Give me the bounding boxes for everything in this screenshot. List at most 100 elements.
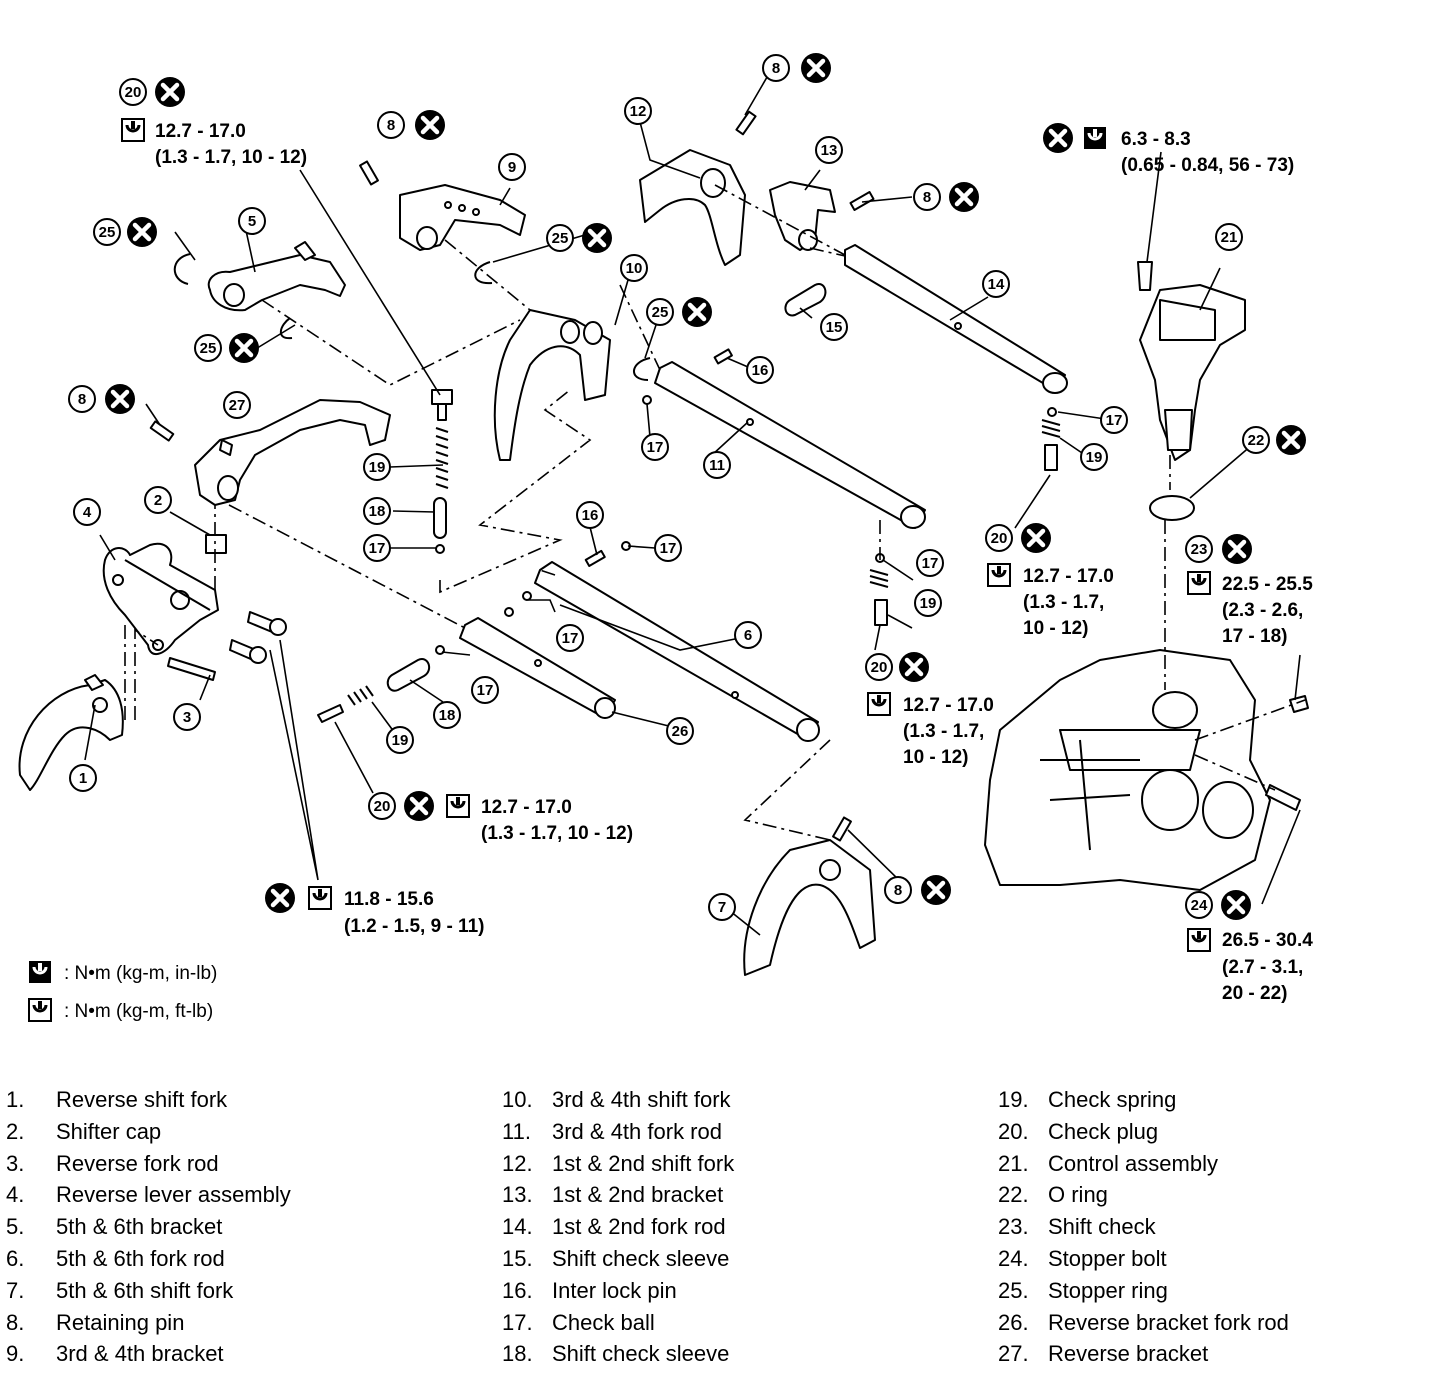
parts-list-item: 20.Check plug	[998, 1116, 1289, 1148]
item-number: 22.	[998, 1182, 1029, 1208]
parts-list-item: 24.Stopper bolt	[998, 1243, 1289, 1275]
ring-25a	[173, 253, 191, 285]
parts-list-item: 1.Reverse shift fork	[6, 1084, 291, 1116]
lever-bolts	[229, 611, 287, 664]
item-name: 5th & 6th bracket	[56, 1214, 223, 1240]
torque-plug-right-line1: 12.7 - 17.0	[1023, 566, 1114, 587]
parts-list-item: 17.Check ball	[502, 1307, 734, 1339]
parts-list-item: 22.O ring	[998, 1179, 1289, 1211]
item-number: 11.	[502, 1118, 531, 1144]
callout-8c: 8	[923, 189, 931, 206]
item-number: 18.	[502, 1341, 533, 1367]
torque-topleft-line2: (1.3 - 1.7, 10 - 12)	[155, 147, 307, 168]
bolt-23	[1289, 695, 1309, 713]
callout-17g: 17	[1106, 412, 1123, 429]
x-circle-icon	[582, 223, 612, 253]
torque-wrench-outline-icon	[866, 691, 892, 717]
parts-list-col-3: 19.Check spring 20.Check plug 21.Control…	[998, 1084, 1289, 1370]
item-name: Reverse bracket	[1048, 1341, 1209, 1367]
callout-5: 5	[248, 213, 256, 230]
part-9-bracket	[399, 184, 526, 251]
parts-list-item: 5.5th & 6th bracket	[6, 1211, 291, 1243]
torque-control-line1: 6.3 - 8.3	[1121, 129, 1191, 150]
pin-8e	[832, 816, 852, 842]
part-26-fork-rod	[459, 617, 616, 719]
callout-16b: 16	[582, 507, 599, 524]
callout-15: 15	[826, 319, 843, 336]
item-name: 3rd & 4th bracket	[56, 1341, 224, 1367]
callout-8d: 8	[78, 391, 86, 408]
callout-8e: 8	[894, 882, 902, 899]
item-number: 6.	[6, 1245, 25, 1271]
x-circle-icon	[1021, 523, 1051, 553]
callout-13: 13	[821, 142, 838, 159]
bolt-control	[1137, 261, 1153, 291]
item-name: 1st & 2nd bracket	[552, 1182, 724, 1208]
part-27-reverse-bracket	[194, 399, 391, 506]
item-name: Control assembly	[1048, 1150, 1218, 1176]
part-15-sleeve	[784, 283, 827, 317]
torque-topleft-line1: 12.7 - 17.0	[155, 121, 246, 142]
part-13-bracket	[769, 181, 836, 251]
parts-list-item: 21. Control assembly	[998, 1148, 1289, 1180]
item-number: 17.	[502, 1309, 533, 1335]
item-number: 26.	[998, 1309, 1029, 1335]
part-2-shifter-cap	[205, 534, 227, 554]
callout-16a: 16	[752, 362, 769, 379]
item-number: 21.	[998, 1150, 1029, 1176]
part-7-shift-fork	[743, 839, 876, 976]
item-number: 12.	[502, 1150, 533, 1176]
callout-20c: 20	[871, 659, 888, 676]
callout-20b: 20	[991, 530, 1008, 547]
callout-23: 23	[1191, 541, 1208, 558]
callout-6: 6	[744, 627, 752, 644]
ball-17g	[504, 607, 514, 617]
item-number: 1.	[6, 1087, 25, 1112]
ring-25c	[474, 261, 493, 285]
x-circle-icon	[921, 875, 951, 905]
item-number: 27.	[998, 1341, 1029, 1367]
pin-16b	[584, 549, 606, 567]
sleeve-18b	[386, 658, 431, 692]
item-name: Inter lock pin	[552, 1277, 677, 1303]
x-circle-icon	[105, 384, 135, 414]
callout-7: 7	[718, 899, 726, 916]
x-circle-icon	[404, 791, 434, 821]
part-5-bracket	[207, 241, 346, 312]
torque-shiftcheck-line1: 22.5 - 25.5	[1222, 574, 1313, 595]
item-number: 13.	[502, 1182, 533, 1208]
x-circle-icon	[899, 652, 929, 682]
callout-17c: 17	[660, 540, 677, 557]
callout-19d: 19	[1086, 449, 1103, 466]
part-11-fork-rod	[654, 361, 926, 529]
parts-list-item: 7.5th & 6th shift fork	[6, 1275, 291, 1307]
x-circle-icon	[801, 53, 831, 83]
callout-25a: 25	[99, 224, 116, 241]
parts-list-item: 15.Shift check sleeve	[502, 1243, 734, 1275]
x-circle-icon	[1221, 890, 1251, 920]
pin-8a	[359, 160, 379, 186]
item-name: Shifter cap	[56, 1118, 162, 1144]
part-4-reverse-lever	[102, 542, 219, 655]
parts-list-item: 14.1st & 2nd fork rod	[502, 1211, 734, 1243]
leader-lines	[84, 71, 1301, 936]
item-name: Stopper ring	[1048, 1277, 1168, 1303]
item-number: 20.	[998, 1118, 1029, 1144]
item-number: 8.	[6, 1309, 25, 1335]
torque-stopper-line2: (2.7 - 3.1,	[1222, 957, 1303, 978]
pin-16a	[713, 348, 733, 365]
item-name: Shift check sleeve	[552, 1245, 730, 1271]
item-number: 10.	[502, 1087, 533, 1112]
ball-17d	[522, 591, 532, 601]
torque-shiftcheck-line2: (2.3 - 2.6,	[1222, 600, 1303, 621]
parts-list-item: 9.3rd & 4th bracket	[6, 1338, 291, 1370]
torque-wrench-outline-icon	[445, 793, 471, 819]
ring-25d	[633, 357, 651, 381]
part-14-fork-rod	[844, 244, 1068, 394]
callout-8b: 8	[387, 117, 395, 134]
pin-8d	[149, 420, 175, 442]
callout-22: 22	[1248, 432, 1265, 449]
callout-20a: 20	[125, 84, 142, 101]
x-circle-icon	[949, 182, 979, 212]
